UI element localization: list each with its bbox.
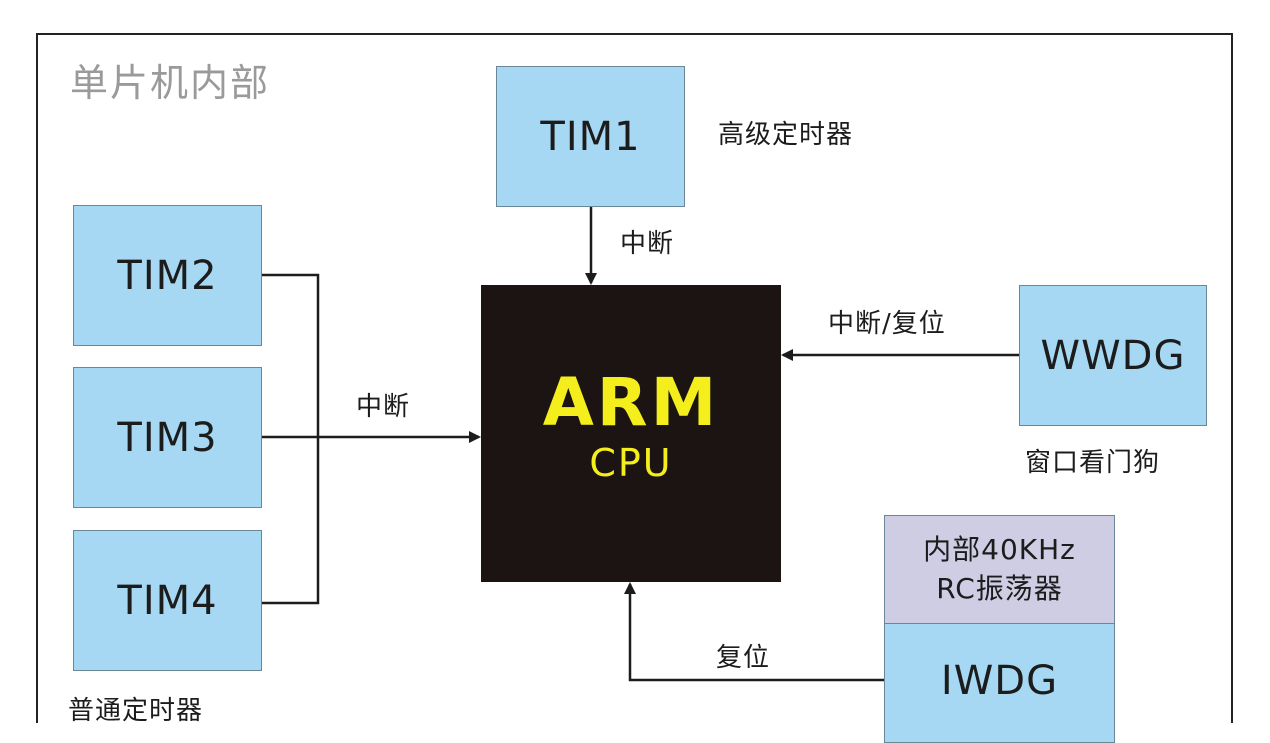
tim2-label: TIM2	[117, 252, 218, 299]
general-timer-label: 普通定时器	[68, 696, 204, 726]
cpu-name: ARM	[542, 363, 720, 441]
reset-label: 复位	[716, 643, 771, 673]
general-timer-bus	[262, 273, 320, 605]
advanced-timer-label: 高级定时器	[718, 120, 854, 150]
connection-lines	[262, 207, 1019, 682]
section-title: 单片机内部	[70, 61, 271, 105]
tim2-box: TIM2	[73, 205, 262, 346]
mcu-boundary	[36, 33, 1233, 723]
tim3-label: TIM3	[117, 414, 218, 461]
arm-cpu-block: ARM CPU	[481, 285, 781, 582]
interrupt-label-general: 中断	[356, 392, 411, 422]
oscillator-line-2: RC振荡器	[936, 572, 1063, 605]
iwdg-label: IWDG	[940, 658, 1059, 704]
oscillator-line-1: 内部40KHz	[923, 533, 1076, 567]
wwdg-box: WWDG	[1019, 285, 1207, 426]
tim4-label: TIM4	[117, 577, 218, 624]
window-watchdog-label: 窗口看门狗	[1025, 448, 1161, 478]
interrupt-label-tim1: 中断	[620, 229, 675, 259]
iwdg-box: IWDG	[884, 623, 1115, 743]
tim4-box: TIM4	[73, 530, 262, 671]
block-diagram: 单片机内部 TIM1 高级定时器 中断 TIM2 TIM3 TIM4 普通定时器…	[36, 33, 1233, 743]
rc-oscillator-box: 内部40KHz RC振荡器	[884, 515, 1115, 625]
wwdg-label: WWDG	[1040, 332, 1186, 379]
tim1-label: TIM1	[540, 113, 641, 160]
iwdg-to-cpu-arrow	[624, 582, 884, 682]
tim3-box: TIM3	[73, 367, 262, 508]
cpu-subtitle: CPU	[589, 441, 673, 486]
interrupt-reset-label: 中断/复位	[828, 309, 946, 339]
tim1-box: TIM1	[496, 66, 685, 207]
